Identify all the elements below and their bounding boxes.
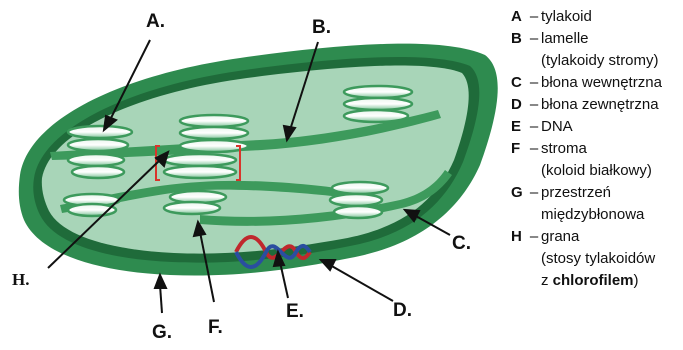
thylakoid-disc xyxy=(330,194,382,206)
legend-key: B xyxy=(511,28,527,50)
callout-F: F. xyxy=(208,317,223,338)
legend-dash: – xyxy=(527,72,541,94)
legend-description: błona wewnętrzna xyxy=(541,72,681,94)
legend-text: ) xyxy=(634,272,639,289)
legend-dash: – xyxy=(527,138,541,160)
callout-C: C. xyxy=(452,233,471,254)
thylakoid-disc xyxy=(180,127,248,139)
legend-entry-e: E–DNA xyxy=(511,116,681,138)
legend-entry-b: B–lamelle(tylakoidy stromy) xyxy=(511,28,681,72)
thylakoid-disc xyxy=(344,98,412,110)
legend-dash: – xyxy=(527,28,541,50)
legend-dash: – xyxy=(527,182,541,204)
arrowhead-D xyxy=(321,260,335,270)
legend-dash: – xyxy=(527,116,541,138)
legend-line: (koloid białkowy) xyxy=(541,160,681,182)
legend-key: F xyxy=(511,138,527,160)
thylakoid-disc xyxy=(180,115,248,127)
legend-line: (stosy tylakoidów xyxy=(541,248,681,270)
legend-key: D xyxy=(511,94,527,116)
legend-line: z chlorofilem) xyxy=(541,270,681,292)
arrowhead-G xyxy=(155,275,166,288)
thylakoid-disc xyxy=(332,182,388,194)
legend-dash: – xyxy=(527,226,541,248)
legend-line: grana xyxy=(541,226,681,248)
thylakoid-disc xyxy=(68,154,124,166)
legend-line: lamelle xyxy=(541,28,681,50)
callout-G: G. xyxy=(152,322,172,343)
legend-line: DNA xyxy=(541,116,681,138)
legend-dash: – xyxy=(527,94,541,116)
arrow-G xyxy=(160,285,162,313)
legend-entry-c: C–błona wewnętrzna xyxy=(511,72,681,94)
callout-H: H. xyxy=(12,270,29,289)
legend-text: z xyxy=(541,272,553,289)
thylakoid-disc xyxy=(344,86,412,98)
legend-key: C xyxy=(511,72,527,94)
callout-D: D. xyxy=(393,300,412,321)
legend-line: stroma xyxy=(541,138,681,160)
legend-line: tylakoid xyxy=(541,6,681,28)
thylakoid-disc xyxy=(164,166,236,178)
legend-line: międzybłonowa xyxy=(541,204,681,226)
legend-line: błona wewnętrzna xyxy=(541,72,681,94)
legend-key: G xyxy=(511,182,527,204)
legend-description: stroma(koloid białkowy) xyxy=(541,138,681,182)
callout-A: A. xyxy=(146,11,165,32)
callout-E: E. xyxy=(286,301,304,322)
thylakoid-disc xyxy=(68,126,132,138)
thylakoid-disc xyxy=(72,166,124,178)
thylakoid-disc xyxy=(164,154,236,166)
legend-line: błona zewnętrzna xyxy=(541,94,681,116)
legend-description: błona zewnętrzna xyxy=(541,94,681,116)
legend-description: lamelle(tylakoidy stromy) xyxy=(541,28,681,72)
legend-line: (tylakoidy stromy) xyxy=(541,50,681,72)
thylakoid-disc xyxy=(68,139,128,151)
arrow-D xyxy=(330,265,393,301)
legend-entry-a: A–tylakoid xyxy=(511,6,681,28)
legend-entry-d: D–błona zewnętrzna xyxy=(511,94,681,116)
legend-description: tylakoid xyxy=(541,6,681,28)
legend-key: E xyxy=(511,116,527,138)
legend-key: A xyxy=(511,6,527,28)
thylakoid-disc xyxy=(334,206,382,218)
legend-description: DNA xyxy=(541,116,681,138)
thylakoid-disc xyxy=(164,202,220,214)
legend-entry-f: F–stroma(koloid białkowy) xyxy=(511,138,681,182)
legend-dash: – xyxy=(527,6,541,28)
callout-B: B. xyxy=(312,17,331,38)
legend-key: H xyxy=(511,226,527,248)
legend-line: przestrzeń xyxy=(541,182,681,204)
legend-emphasis: chlorofilem xyxy=(553,272,634,289)
thylakoid-disc xyxy=(344,110,408,122)
